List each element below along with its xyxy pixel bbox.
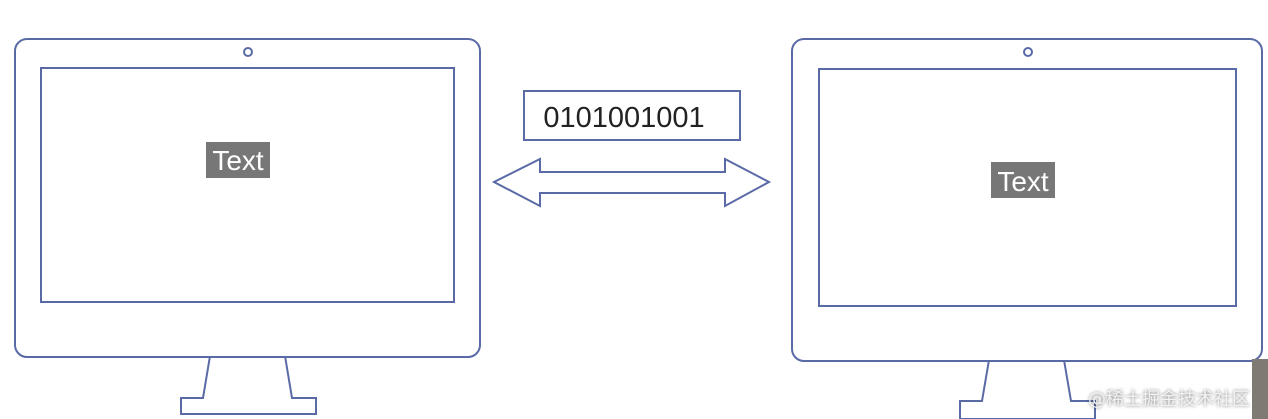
corner-thumbnail	[1252, 359, 1268, 419]
left-monitor-screen	[40, 67, 455, 303]
right-monitor-screen	[818, 68, 1237, 307]
binary-label: 0101001001	[543, 102, 704, 134]
left-monitor: Text	[14, 38, 481, 415]
left-monitor-camera	[243, 47, 253, 57]
right-screen-label: Text	[997, 166, 1049, 197]
binary-box-frame	[523, 90, 741, 141]
watermark-text: @稀土掘金技术社区	[1088, 389, 1250, 410]
right-monitor-camera	[1023, 47, 1033, 57]
right-monitor: Text	[791, 38, 1263, 419]
left-screen-label-bg	[206, 142, 270, 178]
bidirectional-arrow-icon	[491, 157, 772, 208]
right-monitor-stand	[959, 359, 1096, 419]
binary-data-box: 0101001001	[523, 90, 741, 141]
left-screen-label: Text	[212, 145, 264, 176]
left-monitor-stand	[180, 355, 317, 415]
right-screen-label-bg	[991, 162, 1055, 198]
